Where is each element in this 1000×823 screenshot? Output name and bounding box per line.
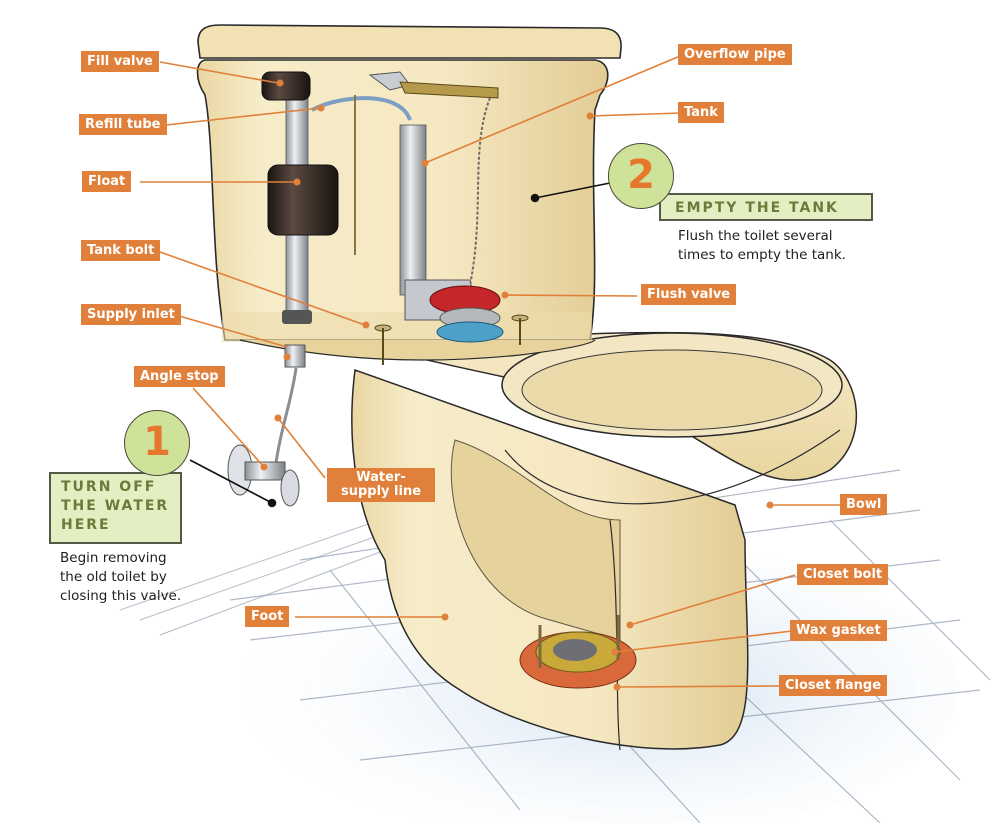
- closet-flange-graphic: [519, 615, 637, 689]
- step-1-text-line: Begin removing: [60, 550, 167, 566]
- step-1-number-badge: 1: [124, 410, 190, 476]
- step-1-title-line: THE WATER: [61, 498, 170, 514]
- label-closet-bolt: Closet bolt: [797, 564, 889, 585]
- step-1-title-box: TURN OFF THE WATER HERE: [49, 472, 182, 544]
- step-2-text-line: times to empty the tank.: [678, 247, 846, 263]
- step-pointers: [189, 182, 611, 508]
- label-refill-tube: Refill tube: [79, 114, 167, 135]
- label-supply-inlet: Supply inlet: [81, 304, 181, 325]
- label-tank-bolt: Tank bolt: [81, 240, 161, 261]
- label-water-supply-line: Water-supply line: [327, 468, 435, 502]
- bowl-body: [344, 331, 858, 751]
- step-2-title-box: EMPTY THE TANK: [659, 193, 873, 221]
- label-foot: Foot: [245, 606, 290, 627]
- label-overflow-pipe: Overflow pipe: [678, 44, 792, 65]
- label-bowl: Bowl: [840, 494, 888, 515]
- step-2-description: Flush the toilet several times to empty …: [678, 227, 846, 265]
- flush-lever-graphic: [354, 71, 499, 286]
- label-tank: Tank: [678, 102, 724, 123]
- supply-line-graphic: [227, 344, 306, 507]
- step-1-text-line: the old toilet by: [60, 569, 167, 585]
- label-fill-valve: Fill valve: [81, 51, 159, 72]
- step-1-text-line: closing this valve.: [60, 588, 182, 604]
- label-flush-valve: Flush valve: [641, 284, 737, 305]
- fill-valve-graphic: [261, 71, 339, 324]
- step-1-title-line: HERE: [61, 517, 111, 533]
- label-wax-gasket: Wax gasket: [790, 620, 887, 641]
- leader-lines: [140, 55, 840, 688]
- flush-valve-graphic: [429, 285, 504, 343]
- tank-bolts-graphic: [374, 314, 529, 365]
- label-angle-stop: Angle stop: [134, 366, 225, 387]
- step-1-title-line: TURN OFF: [61, 479, 157, 495]
- label-float: Float: [82, 171, 132, 192]
- step-2-text-line: Flush the toilet several: [678, 228, 833, 244]
- step-2-number-badge: 2: [608, 143, 674, 209]
- leader-dots: [260, 79, 774, 691]
- step-1-description: Begin removing the old toilet by closing…: [60, 549, 181, 606]
- label-closet-flange: Closet flange: [779, 675, 888, 696]
